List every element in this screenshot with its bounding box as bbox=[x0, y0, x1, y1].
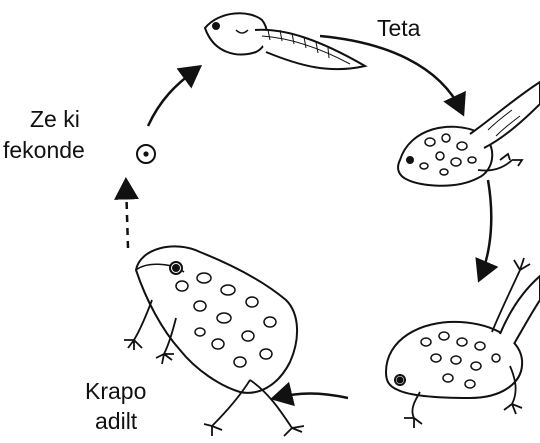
arrow-adult-to-egg-dashed bbox=[126, 182, 128, 248]
label-tadpole: Teta bbox=[377, 14, 420, 42]
arrow-egg-to-tadpole bbox=[148, 68, 198, 126]
label-adult-frog-line-2: adilt bbox=[95, 407, 137, 435]
tadpole-illustration bbox=[205, 13, 365, 69]
label-fertilized-egg-line-1: Ze ki bbox=[30, 105, 80, 133]
arrow-legged-tadpole-to-froglet bbox=[480, 180, 491, 278]
tadpole-with-legs-illustration bbox=[398, 82, 540, 186]
adult-frog-illustration bbox=[124, 246, 304, 436]
label-adult-frog-line-1: Krapo bbox=[85, 377, 146, 405]
arrow-tadpole-to-legged-tadpole bbox=[320, 36, 462, 112]
fertilized-egg bbox=[137, 145, 155, 163]
label-fertilized-egg-line-2: fekonde bbox=[3, 136, 85, 164]
arrow-froglet-to-adult bbox=[275, 394, 348, 399]
froglet-illustration bbox=[386, 258, 540, 428]
